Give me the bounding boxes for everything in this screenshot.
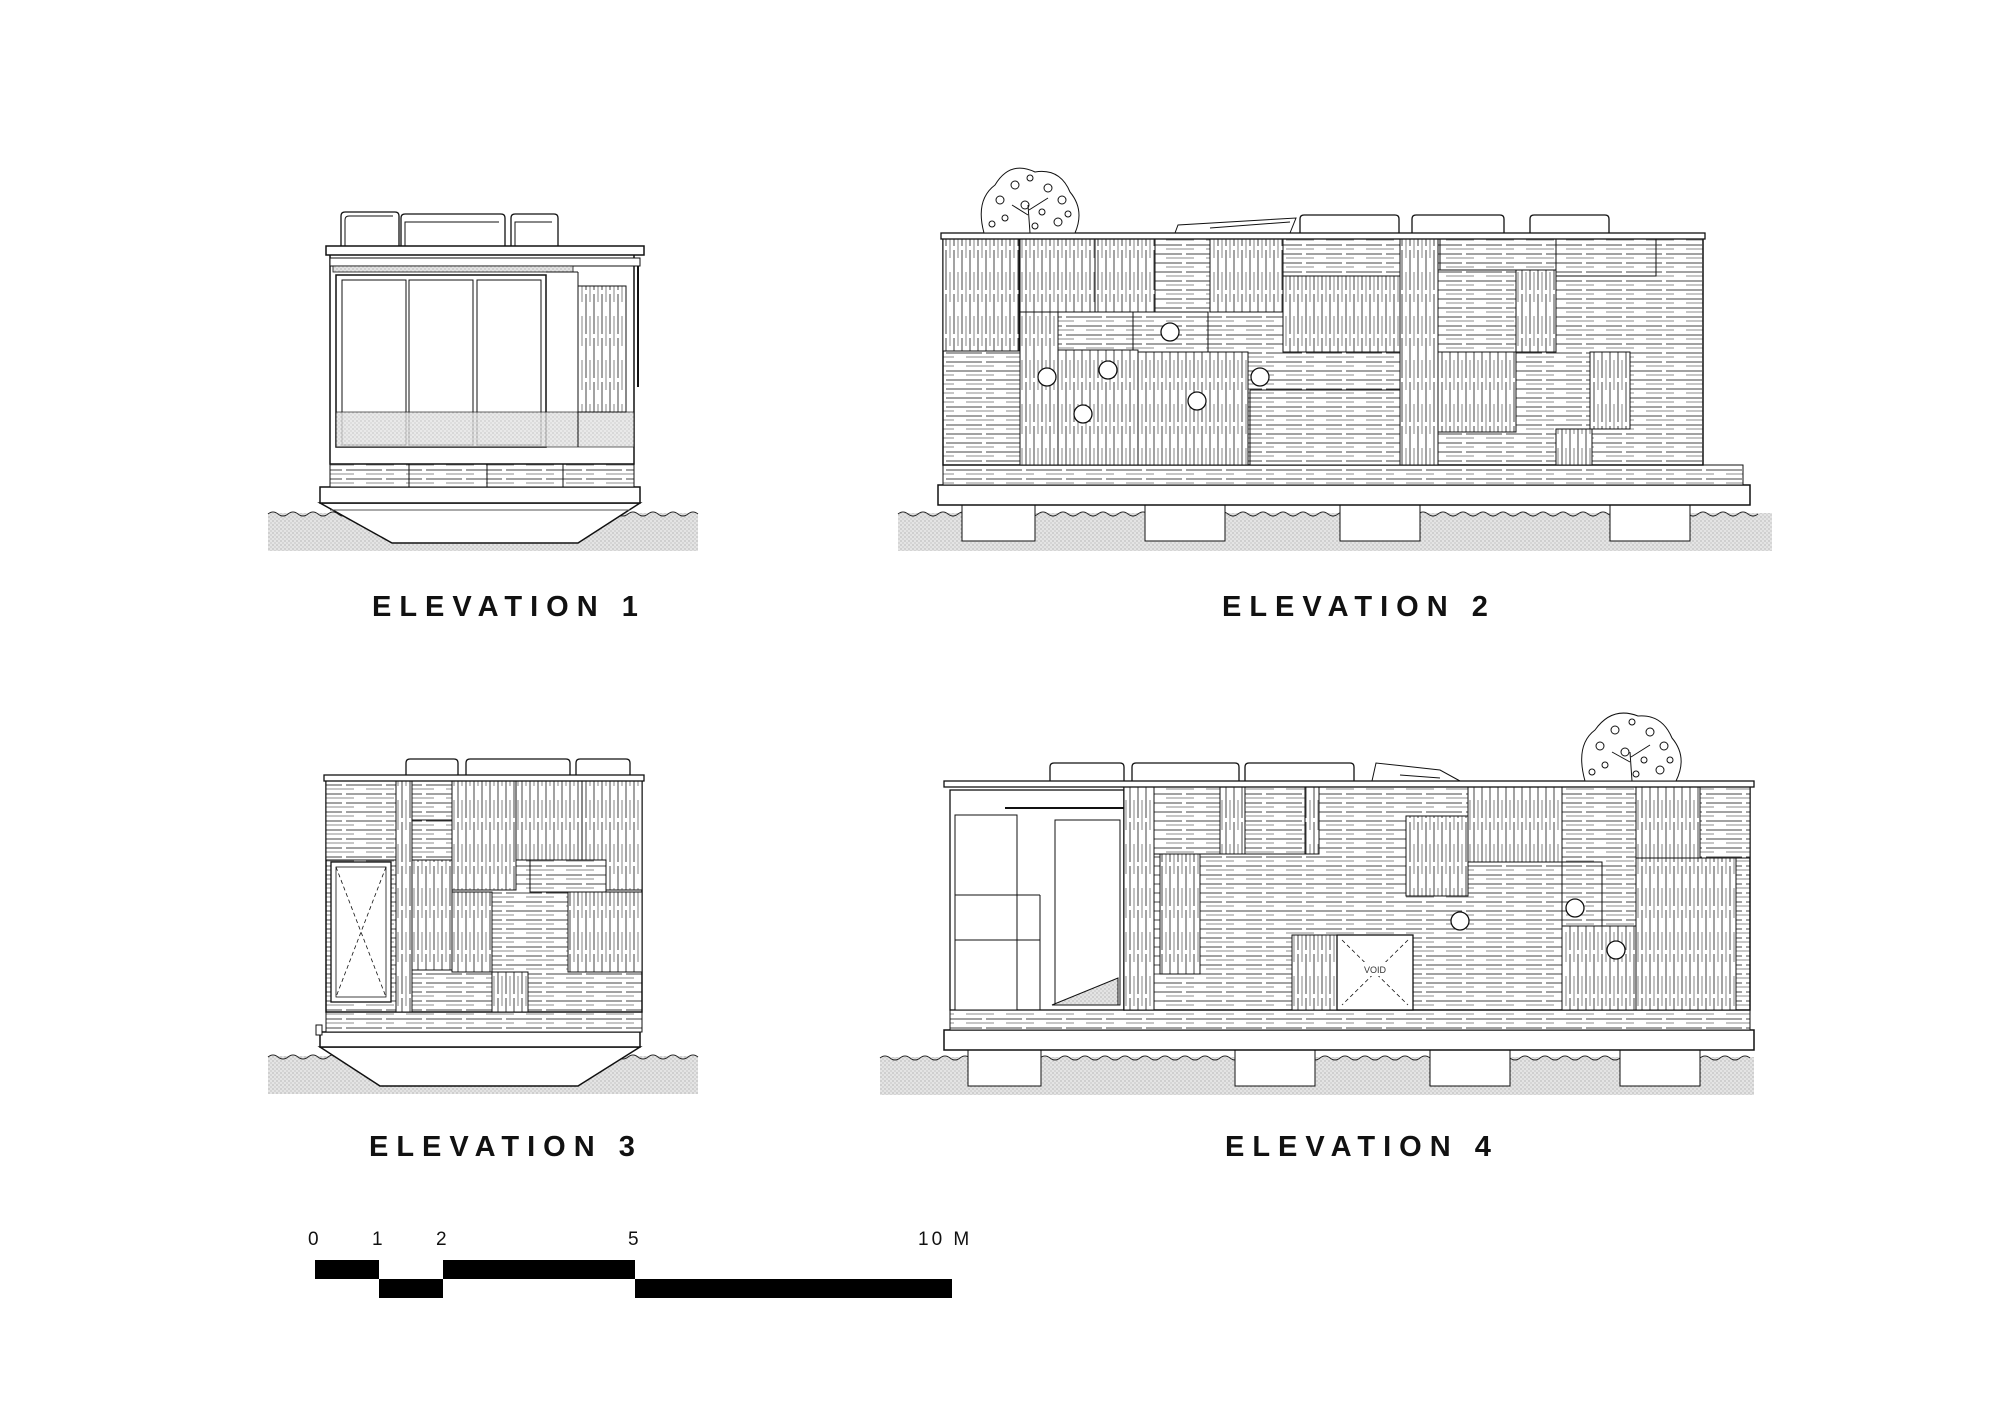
elevation-3-drawing xyxy=(267,758,699,1094)
elevation-2-title: ELEVATION 2 xyxy=(1222,591,1496,623)
roof-railing xyxy=(340,211,559,246)
elevation-1-drawing xyxy=(267,211,699,551)
scale-segment-5-10 xyxy=(635,1279,952,1298)
roof-deck xyxy=(943,780,1755,788)
scale-tick-0: 0 xyxy=(308,1229,322,1250)
elevation-4-title: ELEVATION 4 xyxy=(1225,1131,1499,1163)
scale-segment-1-2 xyxy=(379,1279,443,1298)
deck xyxy=(943,1029,1755,1051)
scale-segment-2-5 xyxy=(443,1260,635,1279)
roof-tree xyxy=(1581,712,1682,782)
deck xyxy=(319,1031,641,1048)
elevation-3-title: ELEVATION 3 xyxy=(369,1131,643,1163)
scale-tick-2: 2 xyxy=(436,1229,450,1250)
door-opening xyxy=(330,861,392,1003)
roof-deck xyxy=(940,232,1706,240)
roof-railing xyxy=(1049,762,1355,781)
scale-tick-1: 1 xyxy=(372,1229,386,1250)
roof-railing xyxy=(1299,214,1610,233)
roof-tree xyxy=(980,167,1080,234)
elevation-1-title: ELEVATION 1 xyxy=(372,591,646,623)
deck xyxy=(319,486,641,504)
scale-bar: 0 1 2 5 10 M xyxy=(308,1229,972,1298)
scale-tick-10: 10 M xyxy=(918,1229,972,1250)
deck xyxy=(937,484,1751,506)
scale-segment-0-1 xyxy=(315,1260,379,1279)
scale-tick-5: 5 xyxy=(628,1229,642,1250)
roof-deck xyxy=(323,774,645,782)
roof-railing xyxy=(405,758,631,775)
elevation-4-drawing: VOID xyxy=(879,712,1755,1095)
elevation-2-drawing xyxy=(897,167,1772,551)
roof-deck xyxy=(325,245,645,256)
void-label: VOID xyxy=(1364,965,1387,975)
